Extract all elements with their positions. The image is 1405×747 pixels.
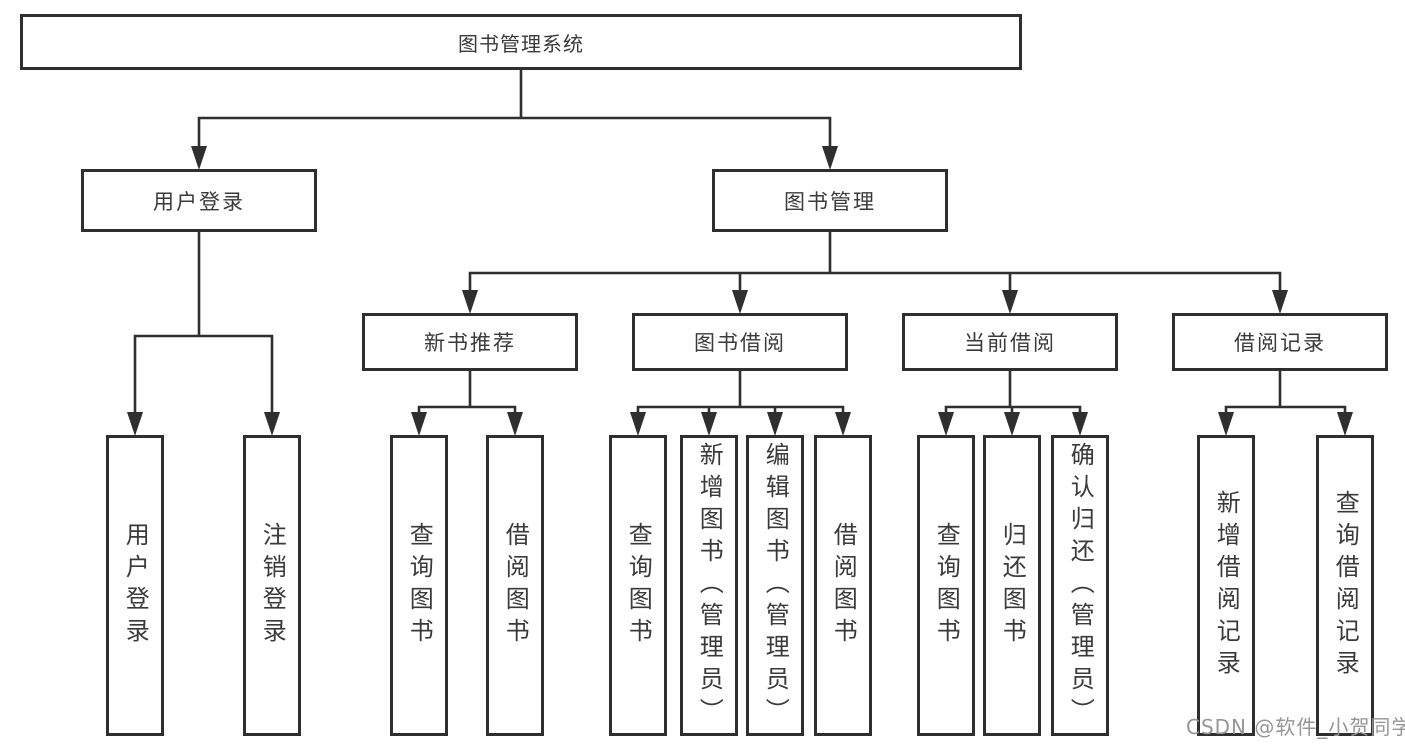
leaf-label: 查询借阅记录 bbox=[1331, 489, 1360, 682]
leaf-add-borrow-record: 新增借阅记录 bbox=[1197, 435, 1255, 736]
node-library-management-system: 图书管理系统 bbox=[20, 14, 1022, 70]
leaf-return-books: 归还图书 bbox=[983, 435, 1041, 736]
node-book-borrowing: 图书借阅 bbox=[632, 313, 848, 371]
leaf-label: 用户登录 bbox=[121, 521, 150, 650]
arrow-down-icons bbox=[127, 146, 1353, 436]
node-book-management: 图书管理 bbox=[712, 169, 948, 232]
leaf-borrow-books-borrowing: 借阅图书 bbox=[814, 435, 872, 736]
leaf-add-book-admin: 新增图书（管理员） bbox=[680, 435, 738, 736]
leaf-query-books-recommend: 查询图书 bbox=[390, 435, 448, 736]
node-borrowing-records: 借阅记录 bbox=[1172, 313, 1388, 371]
leaf-query-books-borrowing: 查询图书 bbox=[609, 435, 667, 736]
leaf-label: 新增图书（管理员） bbox=[695, 441, 724, 730]
leaf-label: 确认归还（管理员） bbox=[1066, 441, 1095, 730]
node-user-login: 用户登录 bbox=[81, 169, 317, 232]
leaf-label: 查询图书 bbox=[405, 521, 434, 650]
node-current-borrowing: 当前借阅 bbox=[902, 313, 1118, 371]
leaf-label: 借阅图书 bbox=[501, 521, 530, 650]
leaf-label: 查询图书 bbox=[624, 521, 653, 650]
leaf-logout: 注销登录 bbox=[243, 435, 301, 736]
leaf-edit-book-admin: 编辑图书（管理员） bbox=[746, 435, 804, 736]
leaf-label: 查询图书 bbox=[932, 521, 961, 650]
leaf-label: 借阅图书 bbox=[829, 521, 858, 650]
leaf-borrow-books-recommend: 借阅图书 bbox=[486, 435, 544, 736]
leaf-label: 归还图书 bbox=[998, 521, 1027, 650]
leaf-user-login: 用户登录 bbox=[106, 435, 164, 736]
leaf-label: 注销登录 bbox=[258, 521, 287, 650]
leaf-query-books-current: 查询图书 bbox=[917, 435, 975, 736]
csdn-watermark: CSDN @软件_小贺同学 bbox=[1186, 715, 1405, 739]
leaf-query-borrow-record: 查询借阅记录 bbox=[1316, 435, 1374, 736]
leaf-label: 新增借阅记录 bbox=[1212, 489, 1241, 682]
leaf-confirm-return-admin: 确认归还（管理员） bbox=[1051, 435, 1109, 736]
node-new-book-recommendation: 新书推荐 bbox=[362, 313, 578, 371]
leaf-label: 编辑图书（管理员） bbox=[761, 441, 790, 730]
